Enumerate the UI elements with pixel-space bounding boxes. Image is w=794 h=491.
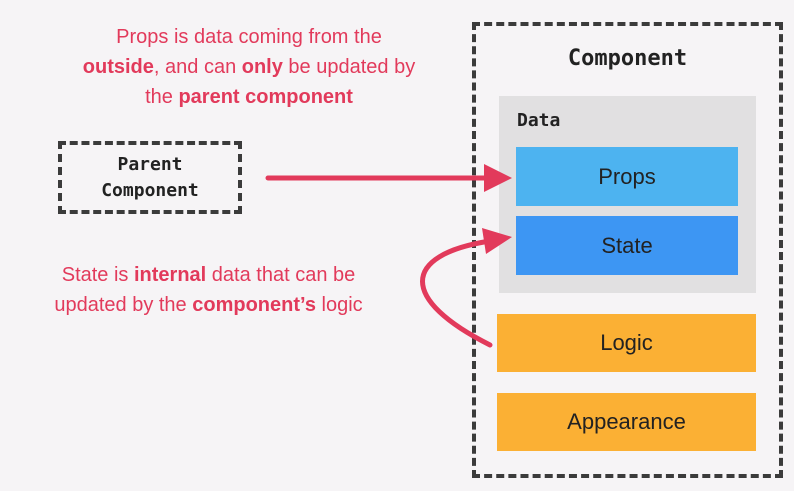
appearance-block-label: Appearance	[567, 409, 686, 434]
appearance-block: Appearance	[497, 393, 756, 451]
state-annotation-components: component’s	[192, 294, 316, 316]
parent-component-label-line-1: Parent	[117, 153, 183, 175]
props-annotation-parent-component: parent component	[178, 86, 353, 108]
props-annotation-line-2: outside, and can only be updated by	[18, 52, 480, 82]
props-annotation-text: , and can	[153, 56, 242, 78]
props-annotation-line-1: Props is data coming from the	[116, 26, 382, 48]
state-annotation-line-2: updated by the component’s logic	[6, 290, 411, 320]
props-annotation-outside: outside	[82, 56, 154, 78]
props-annotation-text: the	[145, 86, 179, 108]
component-title: Component	[567, 46, 688, 71]
state-block: State	[516, 216, 738, 275]
state-annotation-text: updated by the	[54, 294, 193, 316]
state-block-label: State	[601, 232, 653, 258]
parent-component-box: Parent Component	[58, 141, 242, 214]
props-block: Props	[516, 147, 738, 206]
data-label: Data	[517, 110, 561, 131]
logic-to-state-arrow	[420, 228, 512, 348]
logic-block-label: Logic	[600, 330, 653, 355]
state-annotation-internal: internal	[134, 264, 207, 286]
logic-block: Logic	[497, 314, 756, 372]
props-annotation-only: only	[241, 56, 283, 78]
parent-to-props-arrow	[265, 164, 512, 192]
state-annotation-line-1: State is internal data that can be	[6, 260, 411, 290]
props-annotation-line-3: the parent component	[18, 82, 480, 112]
state-annotation-text: State is	[61, 264, 134, 286]
props-block-label: Props	[598, 163, 656, 189]
state-annotation-text: data that can be	[206, 264, 356, 286]
component-frame	[472, 22, 783, 478]
props-annotation: Props is data coming from the outside, a…	[18, 22, 480, 112]
props-annotation-text: be updated by	[282, 56, 416, 78]
state-annotation: State is internal data that can be updat…	[6, 260, 411, 320]
state-annotation-text: logic	[315, 294, 363, 316]
parent-component-label-line-2: Component	[101, 179, 199, 201]
